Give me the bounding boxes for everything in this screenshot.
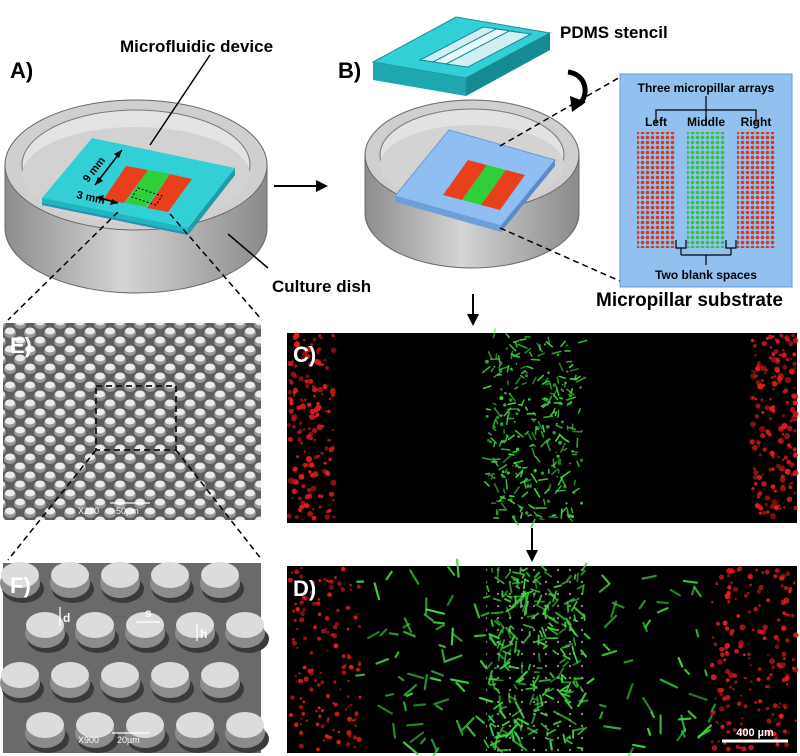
- dim-3mm: 3 mm: [75, 189, 106, 207]
- panel-a: 9 mm 3 mm Microfluidic device Culture di…: [4, 37, 371, 296]
- panel-label-f: F): [10, 573, 31, 598]
- inset-right-label: Right: [741, 115, 772, 129]
- zoom-line-b-bottom: [499, 227, 623, 283]
- sem-f-scale: 20µm: [117, 735, 140, 745]
- device-array-left: [103, 166, 148, 203]
- sem-e-roi: [95, 385, 177, 451]
- panel-label-b: B): [338, 58, 361, 83]
- inset-array-right: [737, 132, 775, 248]
- panel-label-c: C): [293, 342, 316, 367]
- zoom-line-e-right: [175, 449, 263, 561]
- zoom-line-b-top: [499, 75, 623, 147]
- device-array-middle: [125, 170, 170, 207]
- scale-bar-d-label: 400 µm: [736, 727, 774, 739]
- callout-pdms-stencil: PDMS stencil: [560, 23, 668, 42]
- callout-micropillar-substrate: Micropillar substrate: [596, 290, 783, 311]
- inset-middle-label: Middle: [687, 115, 725, 129]
- sem-e-scale: 50µm: [116, 506, 139, 516]
- zoom-line-a-right: [169, 213, 263, 321]
- panel-label-e: E): [10, 333, 32, 358]
- micropillar-substrate-3d: [394, 129, 556, 232]
- panel-c-cells: [286, 328, 799, 528]
- inset-array-left: [637, 132, 675, 248]
- arrow-b-to-c: [467, 294, 479, 326]
- microfluidic-device: [42, 138, 235, 235]
- arrow-c-to-d: [526, 528, 538, 562]
- zoom-line-e-left: [7, 449, 97, 561]
- inset-title: Three micropillar arrays: [638, 81, 775, 95]
- callout-culture-dish: Culture dish: [272, 277, 371, 296]
- sem-f-label-s: s: [145, 606, 152, 620]
- inset-array-middle: [687, 132, 725, 248]
- panel-b: B) PDMS stencil: [338, 16, 793, 311]
- micropillar-inset: Three micropillar arrays Left Middle Rig…: [619, 73, 793, 288]
- panel-f: F) d s h X900 20µm: [0, 562, 269, 753]
- sem-e-magnification: X270: [78, 506, 99, 516]
- arrow-a-to-b: [274, 180, 328, 192]
- leader-device: [149, 54, 211, 146]
- inset-bottom-label: Two blank spaces: [655, 268, 757, 282]
- leader-dish: [227, 233, 269, 269]
- panel-label-d: D): [293, 576, 316, 601]
- sem-f-label-d: d: [63, 611, 70, 625]
- sem-f-label-h: h: [200, 627, 207, 641]
- panel-d: D) 400 µm: [287, 558, 799, 756]
- callout-microfluidic-device: Microfluidic device: [120, 37, 273, 56]
- panel-e: E) X270 50µm: [3, 323, 261, 520]
- pdms-stencil: [371, 16, 552, 96]
- panel-c: C): [286, 328, 799, 528]
- sem-f-pillars: [0, 562, 269, 753]
- sem-f-magnification: X900: [78, 735, 99, 745]
- panel-label-a: A): [10, 58, 33, 83]
- inset-left-label: Left: [645, 115, 667, 129]
- zoom-line-a-left: [7, 211, 119, 321]
